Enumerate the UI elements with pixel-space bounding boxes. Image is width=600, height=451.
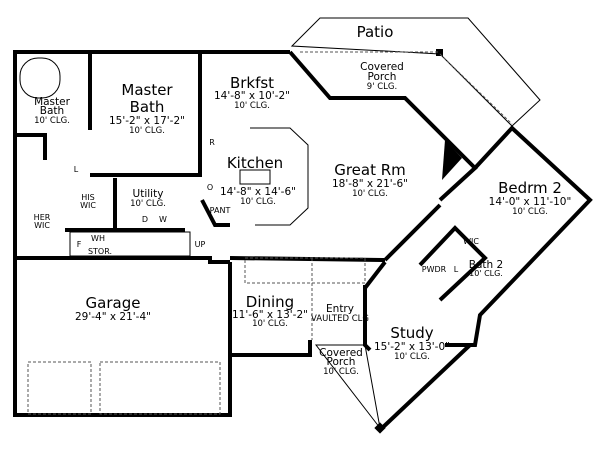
exterior-wall <box>383 203 442 262</box>
fixture-label: L <box>454 265 459 274</box>
exterior-wall <box>288 50 478 202</box>
garage-door <box>99 361 221 415</box>
room-name: Brkfst <box>230 74 274 92</box>
front-porch-outline <box>314 344 381 429</box>
room-name: WIC <box>34 221 50 230</box>
tub <box>19 57 61 99</box>
room-clg: 10' CLG. <box>129 126 165 136</box>
room-dim: 14'-0" x 11'-10" <box>489 196 572 208</box>
room-name: Utility <box>133 188 164 200</box>
stairs <box>69 231 191 257</box>
room-clg: 10' CLG. <box>323 367 359 377</box>
room-clg: VAULTED CLG <box>311 314 369 324</box>
room-name: Study <box>390 324 433 342</box>
room-name: Master <box>34 96 71 108</box>
room-dim: 15'-2" x 13'-0" <box>374 341 450 353</box>
room-dim: 14'-8" x 14'-6" <box>220 186 296 198</box>
room-name: Porch <box>368 71 397 83</box>
fixture-label: UP <box>195 240 206 249</box>
room-name: Bedrm 2 <box>498 179 562 197</box>
room-dim: 18'-8" x 21'-6" <box>332 178 408 190</box>
room-name: WIC <box>463 237 479 246</box>
fixture-label: W <box>159 215 167 224</box>
room-name: Covered <box>360 61 404 73</box>
interior-wall <box>90 52 202 177</box>
room-name: Porch <box>327 356 356 368</box>
ceiling-line <box>244 257 366 284</box>
porch-column <box>436 49 443 56</box>
room-clg: 10' CLG. <box>512 207 548 217</box>
interior-wall <box>363 260 387 290</box>
room-dim: 14'-8" x 10'-2" <box>214 90 290 102</box>
kitchen-counter <box>250 127 309 226</box>
room-clg: 10' CLG. <box>252 319 288 329</box>
interior-wall <box>418 225 488 302</box>
room-name: Garage <box>86 294 141 312</box>
fixture-label: R <box>209 138 215 147</box>
room-clg: 10' CLG. <box>394 352 430 362</box>
porch-beam <box>439 53 513 125</box>
room-dim: 15'-2" x 17'-2" <box>109 115 185 127</box>
room-name: Master <box>121 81 173 99</box>
room-clg: 10' CLG. <box>240 197 276 207</box>
patio-label: Patio <box>357 23 394 41</box>
room-name: STOR. <box>88 247 112 256</box>
fixture-label: WH <box>91 234 105 243</box>
fixture-label: O <box>207 183 213 192</box>
room-clg: 10' CLG. <box>469 269 503 278</box>
room-name: Great Rm <box>334 161 406 179</box>
room-name: HER <box>34 213 51 222</box>
room-name: Dining <box>246 293 294 311</box>
room-name: HIS <box>81 193 94 202</box>
porch-column <box>374 422 386 434</box>
room-name: Kitchen <box>227 154 283 172</box>
room-clg: 10' CLG. <box>34 116 70 126</box>
room-clg: 10' CLG. <box>352 189 388 199</box>
fixture-label: L <box>74 165 79 174</box>
room-clg: 10' CLG. <box>130 199 166 209</box>
room-name: Entry <box>326 303 354 315</box>
fixture-label: D <box>142 215 148 224</box>
garage-door <box>27 361 92 415</box>
room-name: PWDR <box>422 265 447 274</box>
room-name: Bath 2 <box>469 259 503 271</box>
interior-wall <box>200 199 230 227</box>
interior-wall <box>15 133 47 160</box>
exterior-wall <box>378 343 472 432</box>
room-name: Covered <box>319 347 363 359</box>
fireplace <box>442 140 462 180</box>
fixture-label: F <box>77 240 82 249</box>
room-clg: 10' CLG. <box>234 101 270 111</box>
interior-wall <box>15 256 230 264</box>
room-name: WIC <box>80 201 96 210</box>
room-clg: 9' CLG. <box>367 82 397 92</box>
kitchen-island <box>239 169 271 185</box>
room-name: Bath <box>40 105 64 117</box>
room-dim: 11'-6" x 13'-2" <box>232 309 308 321</box>
room-dim: 29'-4" x 21'-4" <box>75 311 151 323</box>
room-name: Bath <box>130 98 165 116</box>
exterior-wall <box>13 262 312 417</box>
fixture-label: PANT <box>210 206 231 215</box>
